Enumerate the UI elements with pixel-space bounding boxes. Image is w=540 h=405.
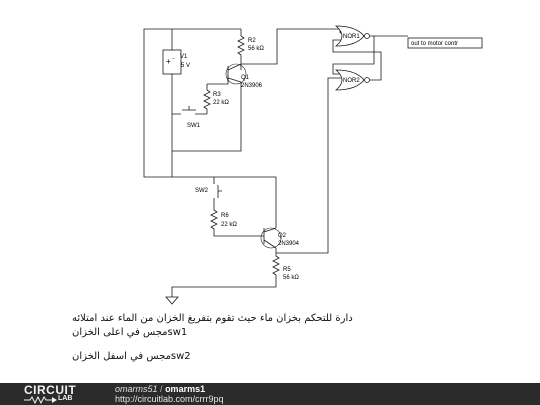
r6-resistor (210, 205, 264, 237)
author-link[interactable]: omarms51 (115, 384, 158, 394)
sw2-name-label: SW2 (195, 188, 209, 194)
v1-name-label: V1 (180, 54, 188, 60)
nor2-label: NOR2 (343, 78, 360, 84)
breadcrumb-separator: / (160, 384, 163, 394)
output-label-box (407, 37, 483, 49)
wire-left-loop (143, 28, 173, 178)
wire-mid-rail (172, 176, 277, 228)
wire-nor2-feedback (332, 39, 382, 81)
description-line-1: دارة للتحكم بخزان ماء حيث تقوم بتفريغ ال… (72, 313, 353, 324)
r6-value-label: 22 kΩ (221, 222, 237, 228)
sw1-actuator (182, 106, 196, 111)
nor2-gate (334, 69, 370, 91)
circuit-schematic: + − V1 5 V R2 56 kΩ Q1 2N3906 R3 22 kΩ S… (143, 25, 483, 305)
v1-minus-symbol: − (172, 56, 175, 62)
q1-part-label: 2N3906 (241, 83, 263, 89)
description-line-3: sw2مجس في اسفل الخزان (72, 351, 191, 362)
circuit-name: omarms1 (165, 384, 206, 394)
r3-value-label: 22 kΩ (213, 100, 229, 106)
q2-part-label: 2N3904 (278, 241, 300, 247)
sw1-name-label: SW1 (187, 123, 201, 129)
circuitlab-logo[interactable]: CIRCUIT LAB (24, 384, 84, 404)
nor1-gate (334, 25, 370, 47)
wire-r3-base (207, 76, 229, 85)
r5-value-label: 56 kΩ (283, 275, 299, 281)
r2-value-label: 56 kΩ (248, 46, 264, 52)
output-label: out to motor contr (411, 41, 458, 47)
wire-q2-to-nor2 (276, 77, 341, 254)
r2-resistor (237, 29, 245, 70)
circuit-description: دارة للتحكم بخزان ماء حيث تقوم بتفريغ ال… (72, 312, 392, 364)
v1-value-label: 5 V (181, 63, 190, 69)
q2-transistor (260, 227, 282, 249)
description-line-2: sw1مجس في اعلى الخزان (72, 327, 188, 338)
ground-symbol (165, 296, 179, 305)
r5-name-label: R5 (283, 267, 291, 273)
logo-resistor-icon (24, 396, 57, 404)
wire-q1-return (172, 82, 242, 152)
v1-plus-symbol: + (166, 57, 171, 66)
r3-name-label: R3 (213, 92, 221, 98)
r6-name-label: R6 (221, 213, 229, 219)
q2-name-label: Q2 (278, 233, 287, 239)
footer-bar: CIRCUIT LAB omarms51 / omarms1 http://ci… (0, 383, 540, 405)
nor1-label: NOR1 (343, 34, 360, 40)
q1-transistor (225, 63, 247, 85)
r2-name-label: R2 (248, 38, 256, 44)
sw2-actuator (217, 185, 222, 198)
breadcrumb: omarms51 / omarms1 (115, 384, 205, 394)
q1-name-label: Q1 (241, 75, 250, 81)
wire-nor1-feedback (332, 36, 375, 75)
logo-text-bottom: LAB (58, 395, 73, 402)
v1-source (162, 49, 182, 75)
circuit-url-link[interactable]: http://circuitlab.com/crrr9pq (115, 394, 224, 404)
logo-text-top: CIRCUIT (24, 383, 77, 397)
r3-resistor (203, 84, 211, 114)
r5-resistor (171, 248, 280, 297)
